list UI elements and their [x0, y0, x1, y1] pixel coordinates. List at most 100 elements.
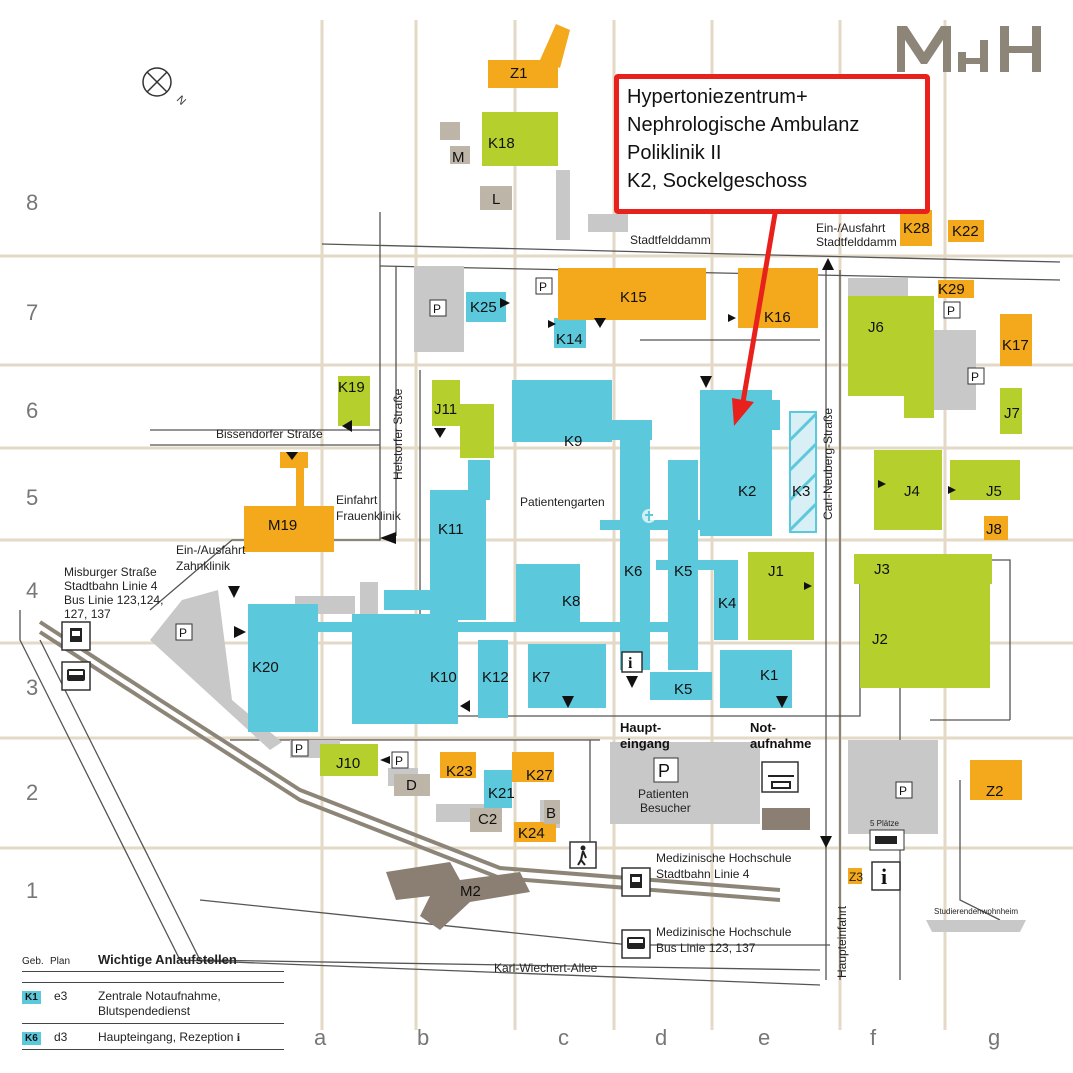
helicopter-icon: [761, 761, 799, 793]
building-k27: K27: [526, 767, 553, 784]
building-k14: K14: [556, 331, 583, 348]
grid-col-b: b: [417, 1025, 429, 1050]
label-misburger-3: Bus Linie 123,124,: [64, 593, 163, 607]
svg-text:P: P: [899, 784, 907, 798]
building-k1: K1: [760, 667, 778, 684]
studierendenwohnheim-building: [926, 920, 1026, 932]
grid-col-labels: a b c d e f g: [314, 1025, 1000, 1050]
label-notaufnahme-1: Not-: [750, 720, 776, 735]
label-patientengarten: Patientengarten: [520, 495, 605, 509]
building-z1: Z1: [510, 65, 528, 82]
legend-header: Geb. Plan Wichtige Anlaufstellen: [22, 952, 284, 972]
label-patienten-besucher-2: Besucher: [640, 801, 691, 815]
road-haupteinfahrt: Haupteinfahrt: [835, 905, 849, 978]
svg-text:P: P: [295, 742, 303, 756]
building-j5: J5: [986, 483, 1002, 500]
parking-icon: P: [943, 301, 961, 319]
road-bissendorfer: Bissendorfer Straße: [216, 427, 323, 441]
building-k2: K2: [738, 483, 756, 500]
road-carl-neuberg: Carl-Neuberg-Straße: [821, 408, 835, 520]
building-m2: M2: [460, 883, 481, 900]
entrance-arrows: [228, 258, 956, 848]
label-ausfahrt-zahnklinik-1: Ein-/Ausfahrt: [176, 543, 246, 557]
building-j10: J10: [336, 755, 360, 772]
green-buildings: [320, 112, 1022, 776]
info-callout: Hypertoniezentrum+ Nephrologische Ambula…: [614, 74, 930, 214]
label-misburger-2: Stadtbahn Linie 4: [64, 579, 158, 593]
roads: [19, 212, 1061, 986]
label-misburger-4: 127, 137: [64, 607, 111, 621]
label-mhs-stadtbahn-1: Medizinische Hochschule: [656, 851, 792, 865]
tram-icon: [61, 621, 91, 651]
legend-building-badge: K6: [22, 1032, 41, 1045]
svg-text:P: P: [179, 626, 187, 640]
grid-row-1: 1: [26, 878, 38, 903]
legend-plan-cell: d3: [54, 1030, 68, 1044]
building-k11: K11: [438, 521, 464, 538]
building-k15: K15: [620, 289, 647, 306]
info-icons: i i: [621, 651, 901, 891]
parking-icon: P: [535, 277, 553, 295]
label-haupteingang-2: eingang: [620, 736, 670, 751]
svg-text:P: P: [947, 304, 955, 318]
building-j6: J6: [868, 319, 884, 336]
transport-icons: [61, 621, 905, 959]
building-m19: M19: [268, 517, 297, 534]
callout-line-3: Poliklinik II: [627, 142, 722, 164]
building-k9: K9: [564, 433, 582, 450]
grid-row-8: 8: [26, 190, 38, 215]
grid-row-2: 2: [26, 780, 38, 805]
info-icon: i: [236, 1030, 241, 1044]
bus-icon: [621, 929, 651, 959]
grid-row-3: 3: [26, 675, 38, 700]
legend-col-building: Geb.: [22, 956, 44, 967]
legend-title: Wichtige Anlaufstellen: [98, 952, 237, 967]
road-stadtfelddamm: Stadtfelddamm: [630, 233, 711, 247]
building-labels: Z1 K18 M L K28 K22 K25 K15 K14 K16 K29 J…: [252, 65, 1029, 900]
grid-col-c: c: [558, 1025, 569, 1050]
legend-col-plan: Plan: [50, 956, 71, 967]
info-icon: i: [621, 651, 643, 673]
legend: Geb. Plan Wichtige Anlaufstellen K1 e3 Z…: [22, 952, 284, 1050]
building-b: B: [546, 805, 556, 822]
grid-row-5: 5: [26, 485, 38, 510]
grey-buildings: [394, 122, 560, 832]
label-5-plaetze: 5 Plätze: [870, 819, 899, 828]
building-j2: J2: [872, 631, 888, 648]
svg-text:P: P: [971, 370, 979, 384]
camper-icon: [869, 829, 905, 851]
building-k3: K3: [792, 483, 810, 500]
building-z3: Z3: [849, 870, 863, 884]
label-ausfahrt-zahnklinik-2: Zahnklinik: [176, 559, 231, 573]
building-k17: K17: [1002, 337, 1029, 354]
grid-col-a: a: [314, 1025, 327, 1050]
label-misburger-1: Misburger Straße: [64, 565, 157, 579]
grid-row-6: 6: [26, 398, 38, 423]
building-j8: J8: [986, 521, 1002, 538]
legend-row: K6 d3 Haupteingang, Rezeption i: [22, 1024, 284, 1050]
building-k5-upper: K5: [674, 563, 692, 580]
label-haupteingang-1: Haupt-: [620, 720, 661, 735]
grid-row-7: 7: [26, 300, 38, 325]
dark-buildings: [386, 808, 810, 930]
svg-text:P: P: [395, 754, 403, 768]
chapel-icon: [642, 509, 656, 523]
label-ausfahrt-stadtfelddamm-1: Ein-/Ausfahrt: [816, 221, 886, 235]
building-k22: K22: [952, 223, 979, 240]
orange-buildings: [244, 24, 1032, 884]
callout-line-4: K2, Sockelgeschoss: [627, 170, 808, 192]
building-c2: C2: [478, 811, 497, 828]
label-notaufnahme-2: aufnahme: [750, 736, 811, 751]
svg-text:i: i: [881, 864, 887, 889]
legend-building-badge: K1: [22, 991, 41, 1004]
label-ausfahrt-stadtfelddamm-2: Stadtfelddamm: [816, 235, 897, 249]
label-mhs-bus-2: Bus Linie 123, 137: [656, 941, 756, 955]
label-mhs-stadtbahn-2: Stadtbahn Linie 4: [656, 867, 750, 881]
building-j11: J11: [434, 401, 457, 418]
grid-col-g: g: [988, 1025, 1000, 1050]
svg-text:P: P: [433, 302, 441, 316]
grid-col-e: e: [758, 1025, 770, 1050]
parking-icon: P: [391, 751, 409, 769]
label-mhs-bus-1: Medizinische Hochschule: [656, 925, 792, 939]
